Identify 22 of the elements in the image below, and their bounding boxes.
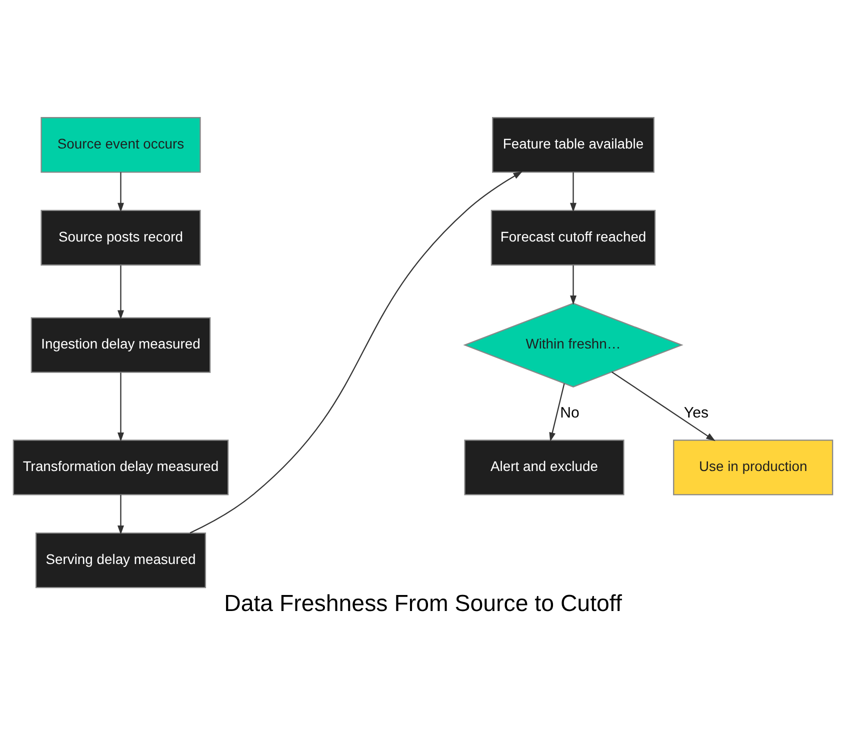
node-box: Feature table available <box>492 116 654 172</box>
arrow <box>612 370 716 441</box>
node-box: Use in production <box>673 439 834 495</box>
arrow <box>118 494 124 534</box>
arrow <box>570 264 576 304</box>
node-box: Source event occurs <box>40 116 201 172</box>
node-box: Serving delay measured <box>35 532 206 588</box>
arrow <box>549 382 565 442</box>
node-box: Forecast cutoff reached <box>490 209 656 266</box>
node-box: Transformation delay measured <box>12 439 229 495</box>
edge-label: No <box>560 404 580 421</box>
arrow <box>118 372 124 442</box>
arrow <box>118 264 124 320</box>
arrow <box>570 172 576 212</box>
node-diamond: Within freshn… <box>463 302 684 387</box>
node-box: Alert and exclude <box>464 439 624 495</box>
arrow <box>118 172 124 212</box>
node-box: Ingestion delay measured <box>30 316 211 372</box>
edge-label: Yes <box>684 404 709 421</box>
caption: Data Freshness From Source to Cutoff <box>224 589 622 616</box>
node-box: Source posts record <box>40 209 201 266</box>
arrow <box>190 170 523 533</box>
